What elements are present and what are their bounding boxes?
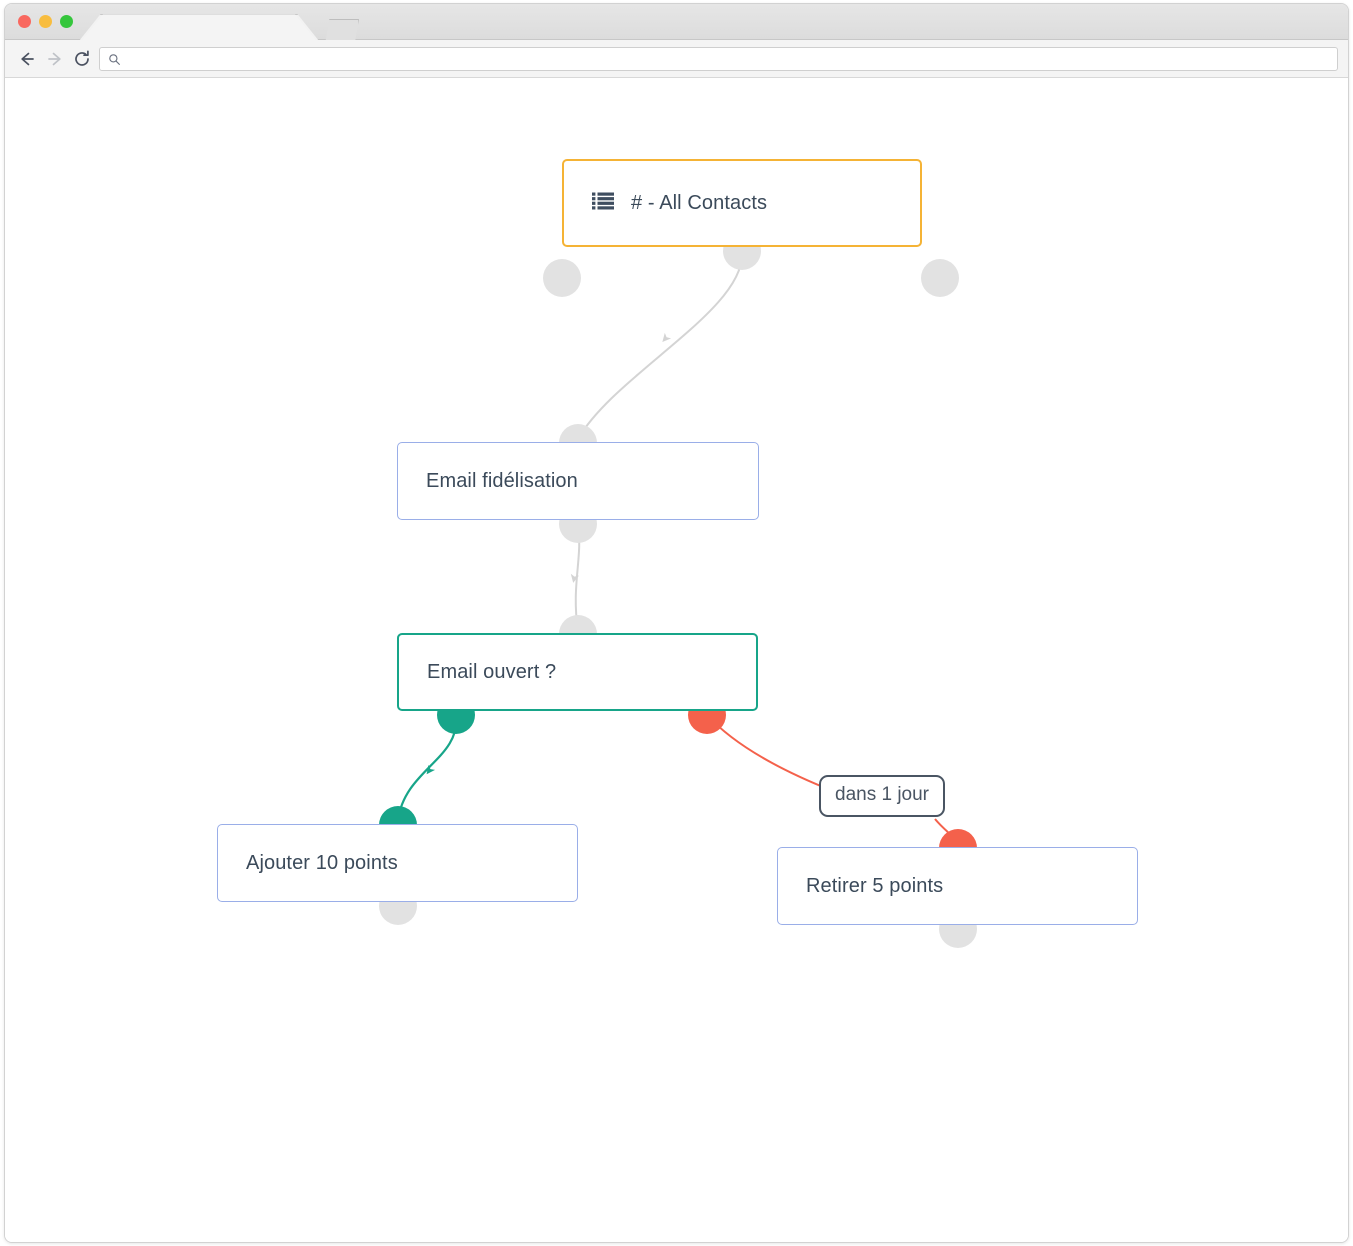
edge-email-ouvert-no-to-delay [706, 714, 834, 792]
browser-window: # - All Contacts Email fidélisation Emai… [4, 3, 1349, 1243]
edge-all-contacts-to-email-fidelisation [577, 250, 744, 440]
workflow-node-label-email-fidelisation: Email fidélisation [426, 469, 578, 492]
minimize-window-button[interactable] [39, 15, 52, 28]
back-button[interactable] [16, 48, 38, 70]
handle-all-contacts-left[interactable] [543, 259, 581, 297]
new-tab-button[interactable] [325, 19, 359, 41]
reload-icon [75, 50, 89, 66]
workflow-node-email-ouvert[interactable]: Email ouvert ? [397, 633, 758, 711]
browser-titlebar [5, 4, 1348, 41]
browser-toolbar [5, 40, 1348, 78]
handle-all-contacts-right[interactable] [921, 259, 959, 297]
workflow-canvas[interactable]: # - All Contacts Email fidélisation Emai… [5, 79, 1348, 1242]
browser-tab-active-fill [81, 14, 317, 41]
workflow-node-label-email-ouvert: Email ouvert ? [427, 660, 557, 683]
reload-button[interactable] [71, 48, 93, 70]
edge-yes-arrowhead [426, 764, 436, 775]
zoom-window-button[interactable] [60, 15, 73, 28]
address-bar-input[interactable] [127, 51, 1238, 67]
workflow-node-label-ajouter-points: Ajouter 10 points [246, 851, 398, 874]
address-bar[interactable] [99, 47, 1338, 71]
edge-label-delay[interactable]: dans 1 jour [819, 775, 946, 817]
close-window-button[interactable] [18, 15, 31, 28]
search-icon [109, 53, 120, 65]
workflow-node-label-all-contacts: # - All Contacts [631, 191, 768, 214]
window-traffic-lights [18, 15, 73, 28]
workflow-node-email-fidelisation[interactable]: Email fidélisation [397, 442, 759, 520]
forward-button[interactable] [44, 48, 66, 70]
arrow-left-icon [21, 52, 34, 66]
workflow-node-retirer-points[interactable]: Retirer 5 points [777, 847, 1138, 925]
arrow-right-icon [48, 52, 61, 66]
workflow-node-all-contacts[interactable]: # - All Contacts [562, 159, 922, 247]
edge-email-fidelisation-arrowhead [570, 573, 580, 583]
list-icon [592, 192, 614, 215]
workflow-node-ajouter-points[interactable]: Ajouter 10 points [217, 824, 578, 902]
workflow-node-label-retirer-points: Retirer 5 points [806, 874, 944, 897]
